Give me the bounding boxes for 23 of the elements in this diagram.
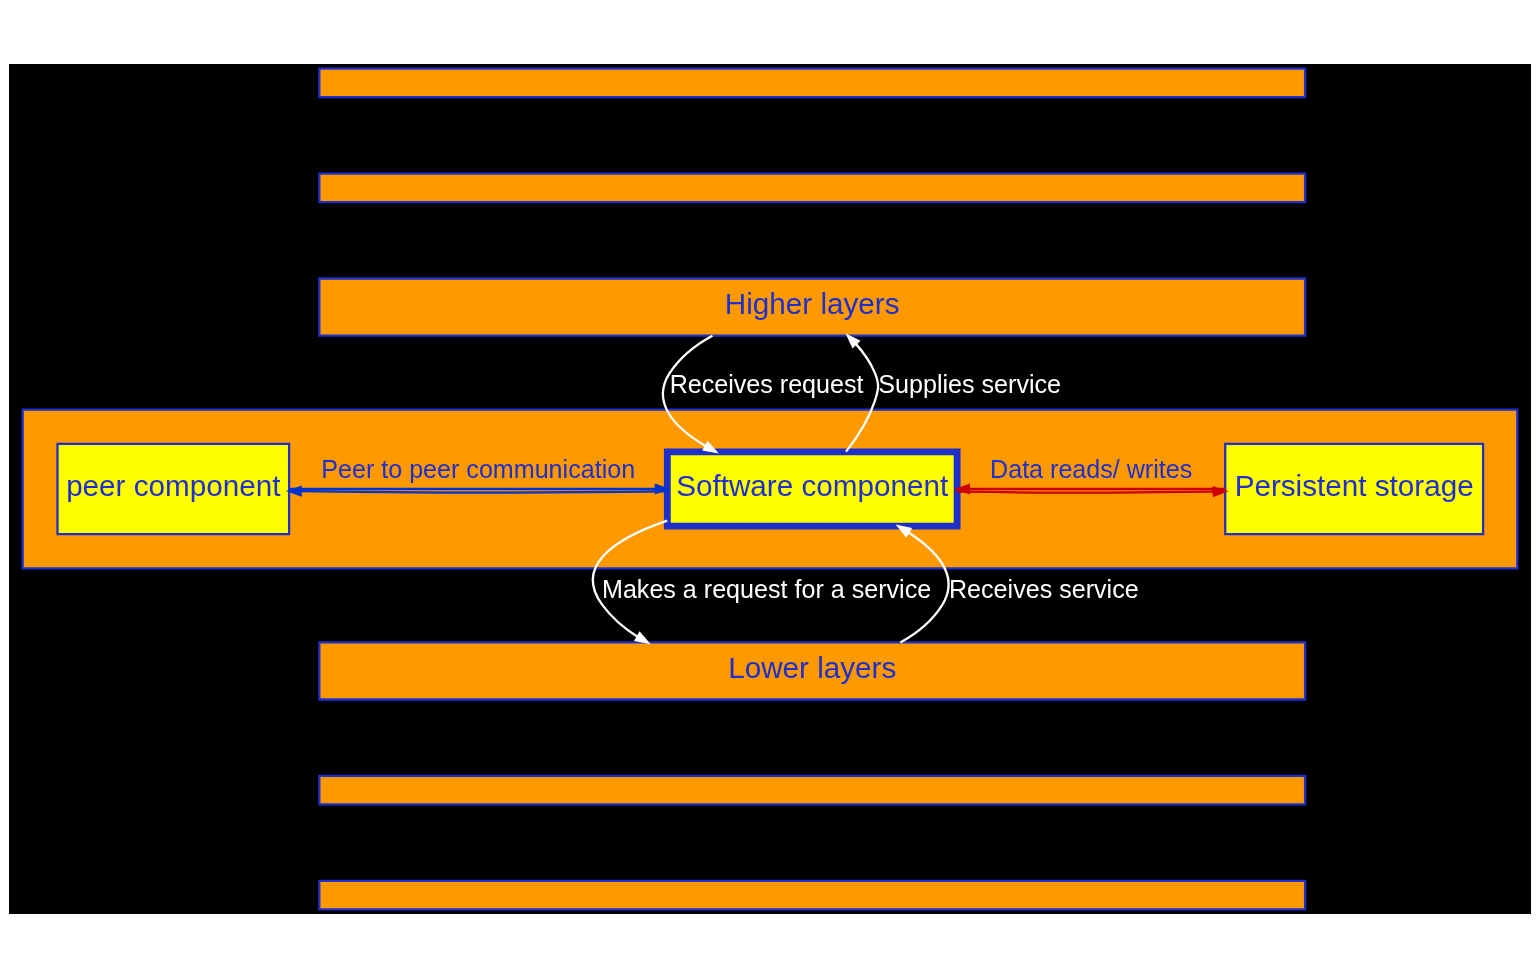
arrow: [844, 332, 879, 452]
arrow: [591, 519, 668, 644]
node-box: Persistent storage: [1223, 442, 1484, 535]
edge-label: Supplies service: [877, 369, 1061, 398]
arrow: [895, 524, 950, 643]
node-box: Higher layers: [317, 276, 1306, 337]
arrow: [288, 482, 671, 495]
edge-label: Receives service: [948, 574, 1139, 602]
node-box: Software component: [663, 448, 961, 529]
edge-label: Makes a request for a service: [601, 574, 931, 602]
arrow: [953, 482, 1225, 495]
node-box: Lower layers: [317, 640, 1306, 701]
edge-label: Peer to peer communication: [320, 454, 635, 483]
node-box: [317, 171, 1306, 203]
node-box: [317, 774, 1306, 806]
arrow: [661, 334, 719, 453]
node-box: [317, 66, 1306, 98]
node-box: [317, 879, 1306, 911]
cluster: [21, 408, 1518, 569]
arrow: [956, 485, 1229, 497]
edge-label: Data reads/ writes: [989, 454, 1192, 483]
node-box: peer component: [55, 442, 290, 535]
edge-label: Receives request: [669, 369, 864, 398]
